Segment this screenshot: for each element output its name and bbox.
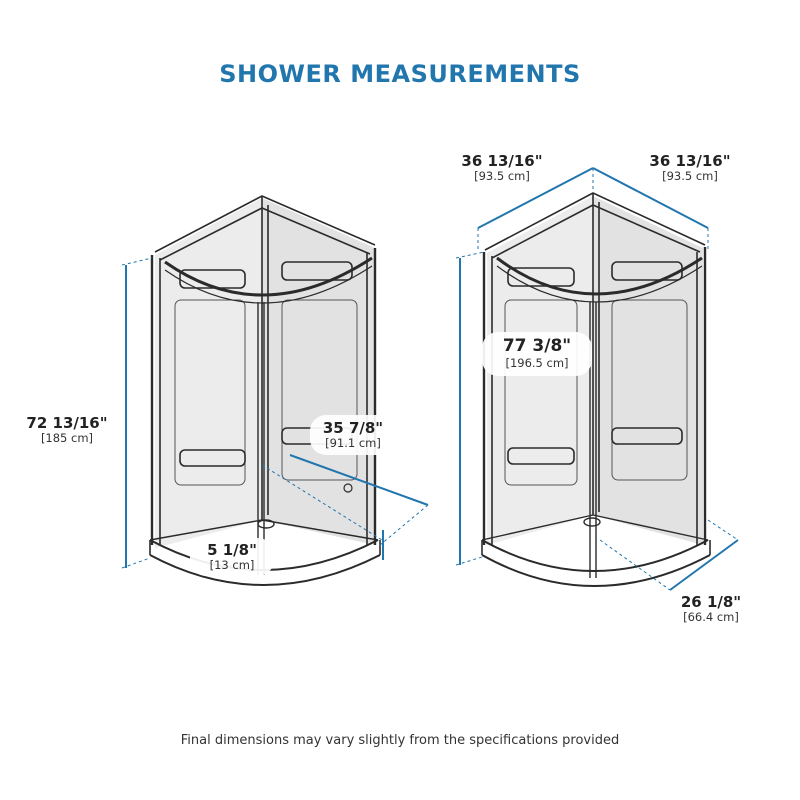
right-width-right-label: 36 13/16" [93.5 cm] (640, 152, 740, 184)
right-depth-imperial: 26 1/8" (680, 593, 742, 611)
left-base-height-label: 5 1/8" [13 cm] (192, 541, 272, 573)
left-height-label: 72 13/16" [185 cm] (22, 414, 112, 446)
label-backing (310, 415, 396, 455)
left-height-metric: [185 cm] (40, 431, 94, 446)
right-total-height-label: 77 3/8" [196.5 cm] (485, 336, 589, 370)
right-dimension-lines (455, 167, 739, 591)
left-shower-illustration (149, 195, 381, 586)
left-dimension-lines (121, 257, 429, 569)
left-height-imperial: 72 13/16" (26, 414, 108, 432)
page-title: SHOWER MEASUREMENTS (219, 60, 581, 88)
right-total-height-metric: [196.5 cm] (505, 355, 569, 370)
left-door-width-metric: [91.1 cm] (325, 436, 381, 451)
right-depth-label: 26 1/8" [66.4 cm] (668, 593, 754, 625)
right-shower-illustration (481, 192, 711, 587)
disclaimer-text: Final dimensions may vary slightly from … (180, 733, 620, 748)
right-width-left-imperial: 36 13/16" (461, 152, 543, 170)
right-width-right-imperial: 36 13/16" (649, 152, 731, 170)
right-total-height-imperial: 77 3/8" (502, 336, 572, 356)
left-base-height-metric: [13 cm] (209, 558, 255, 573)
label-backing (482, 332, 592, 376)
left-door-width-imperial: 35 7/8" (322, 419, 384, 437)
left-base-height-imperial: 5 1/8" (207, 541, 257, 559)
right-width-left-label: 36 13/16" [93.5 cm] (452, 152, 552, 184)
label-backing (190, 538, 274, 576)
right-width-right-metric: [93.5 cm] (662, 169, 718, 184)
left-door-width-label: 35 7/8" [91.1 cm] (313, 419, 393, 451)
right-depth-metric: [66.4 cm] (683, 610, 739, 625)
right-width-left-metric: [93.5 cm] (474, 169, 530, 184)
